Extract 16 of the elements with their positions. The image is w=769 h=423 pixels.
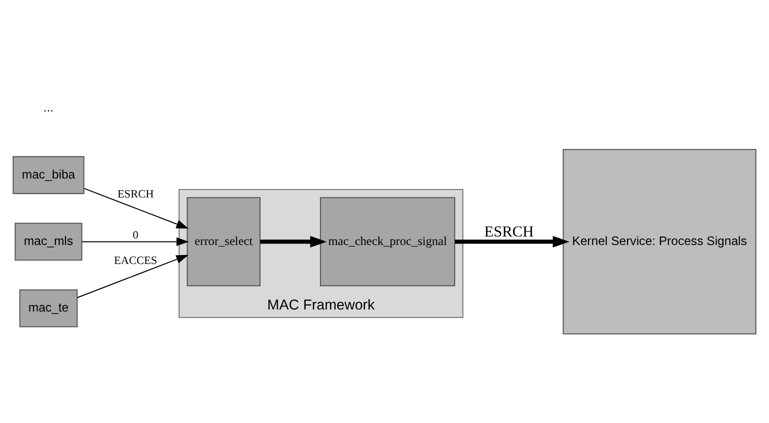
edge-label: EACCES xyxy=(114,254,158,267)
arrow xyxy=(82,236,189,246)
node-box: mac_check_proc_signal xyxy=(320,196,456,286)
edge-label: ESRCH xyxy=(117,188,154,200)
node-box: error_select xyxy=(186,196,261,286)
edge-label: ESRCH xyxy=(484,223,534,240)
node-box: mac_te xyxy=(19,288,78,327)
arrow xyxy=(84,187,189,228)
arrow xyxy=(260,235,327,247)
node-box: mac_mls xyxy=(14,222,82,260)
node-box: mac_biba xyxy=(12,156,84,194)
label: ... xyxy=(43,100,54,114)
arrow xyxy=(77,254,189,298)
arrow xyxy=(454,235,570,247)
edge-label: 0 xyxy=(132,228,138,241)
node-box: Kernel Service: Process Signals xyxy=(562,148,756,334)
